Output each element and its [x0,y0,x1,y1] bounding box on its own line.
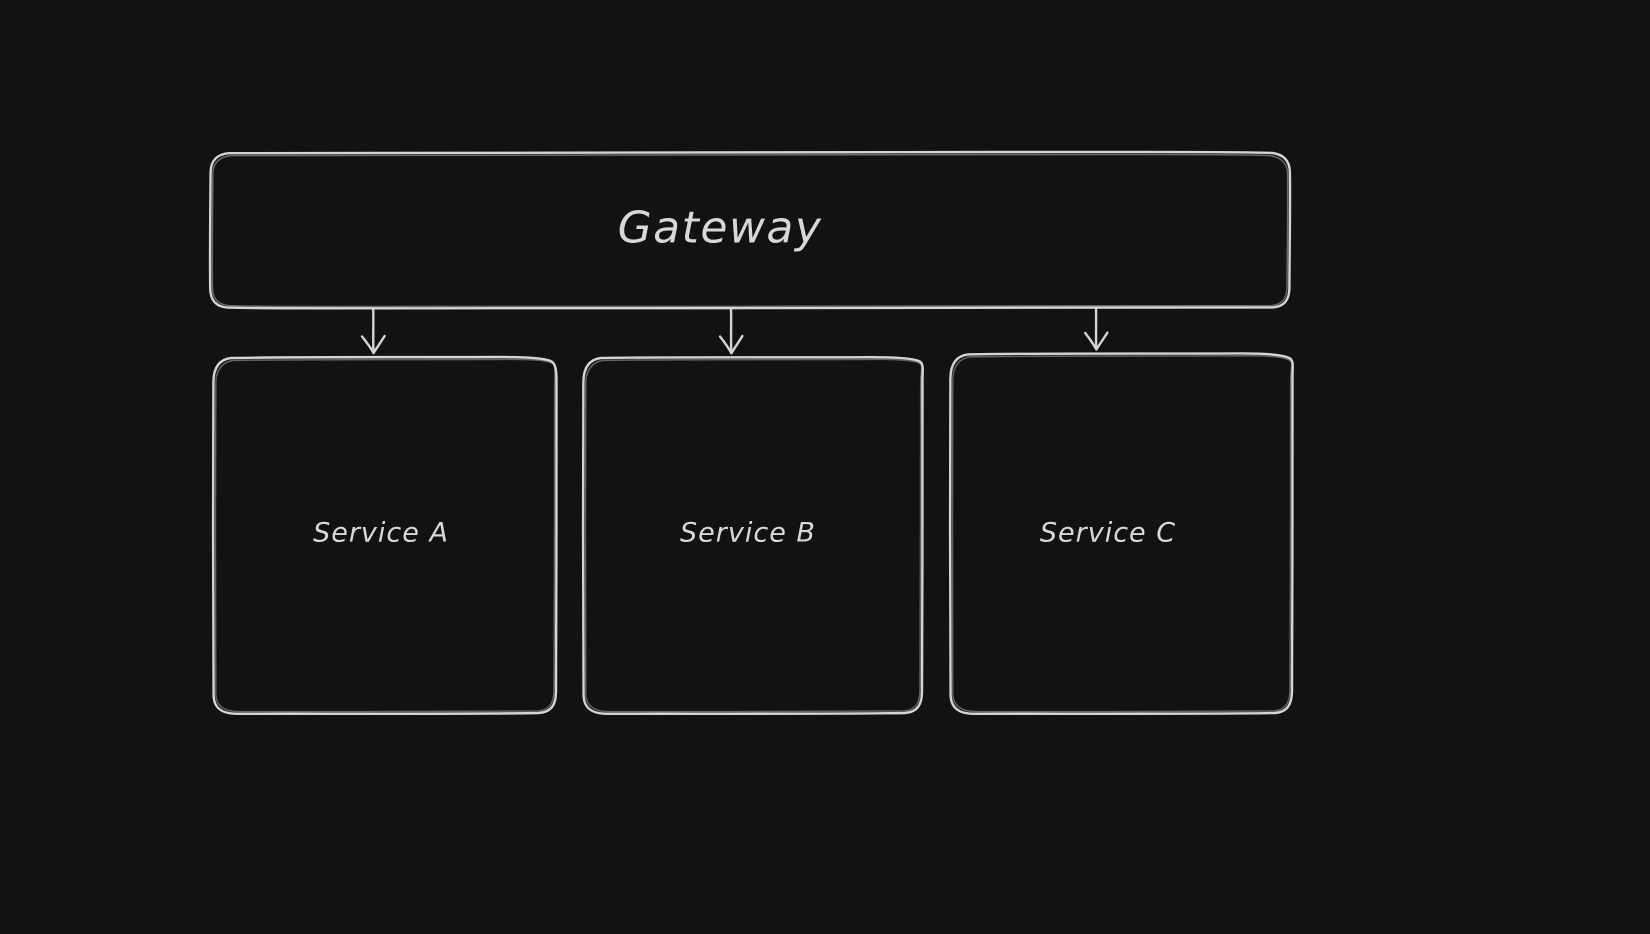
node-gateway-shape[interactable] [208,150,1292,310]
node-label-service-c: Service C [1039,517,1177,549]
node-service-b-shape[interactable] [581,355,924,715]
node-label-service-b: Service B [680,517,816,549]
edge-gateway-to-service-b[interactable] [718,307,744,355]
node-label-gateway: Gateway [617,202,823,254]
node-service-a-shape[interactable] [211,355,558,715]
node-service-c-shape[interactable] [948,352,1294,715]
edge-gateway-to-service-a[interactable] [360,307,386,355]
node-label-service-a: Service A [313,517,449,549]
edge-gateway-to-service-c[interactable] [1084,307,1109,351]
